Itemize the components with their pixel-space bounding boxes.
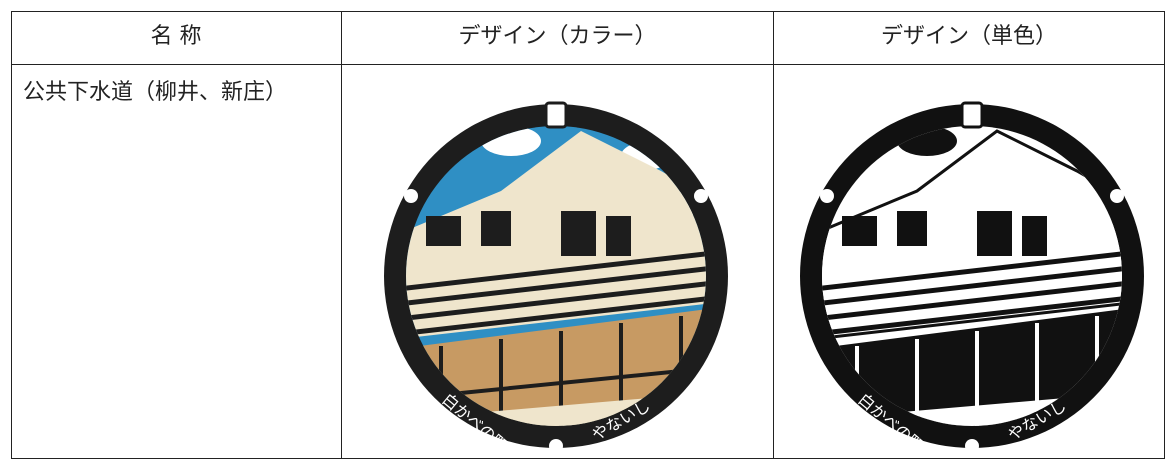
table-border-left (11, 11, 12, 459)
table-border-right (1164, 11, 1165, 459)
manhole-color-image: 白かべの町並み やないし (384, 101, 728, 451)
header-design-mono: デザイン（単色） (880, 24, 1057, 49)
row-name: 公共下水道（柳井、新庄） (23, 80, 288, 105)
header-design-color: デザイン（カラー） (458, 24, 657, 49)
manhole-mono-image: 白かべの町並み やないし (800, 101, 1144, 451)
design-table: 名 称 デザイン（カラー） デザイン（単色） 公共下水道（柳井、新庄） (11, 11, 1165, 459)
header-name: 名 称 (150, 24, 202, 49)
table-column-divider-2 (773, 11, 774, 459)
table-border-top (11, 11, 1165, 12)
table-column-divider-1 (341, 11, 342, 459)
table-header-divider (11, 64, 1165, 65)
table-border-bottom (11, 458, 1165, 459)
